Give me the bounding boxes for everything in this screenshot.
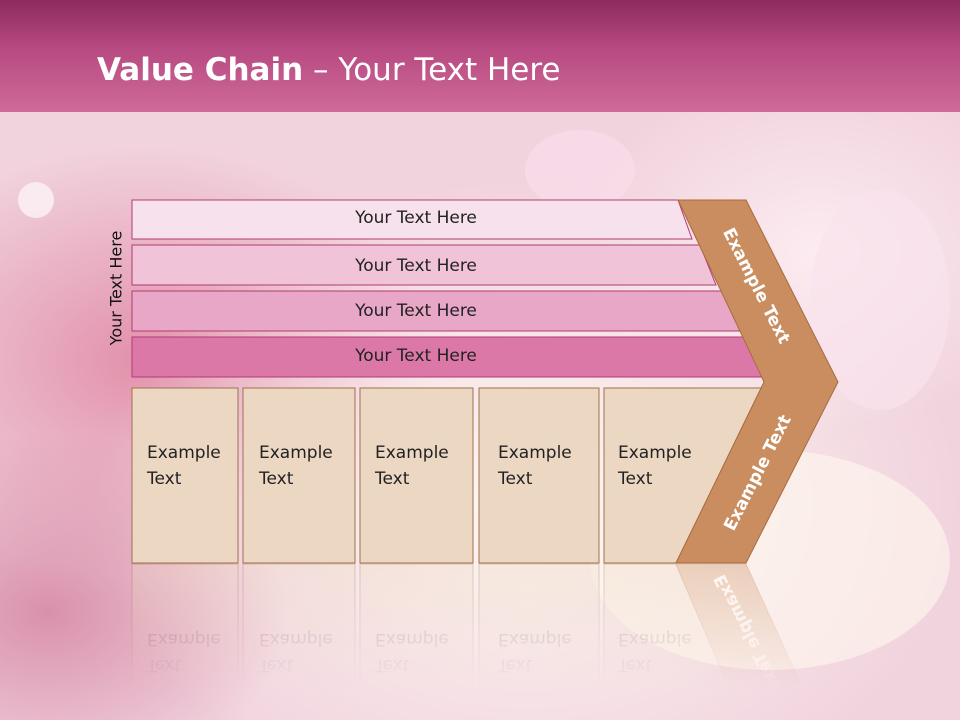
cell-4-line1: Example <box>498 443 572 463</box>
row-2-bar <box>131 244 717 286</box>
cell-1-line2: Text <box>147 469 182 489</box>
cell-5-line2: Text <box>618 469 653 489</box>
cell-3-box <box>359 387 474 564</box>
row-2-text: Your Text Here <box>355 256 477 276</box>
support-rows <box>131 199 763 378</box>
row-1-bar <box>131 199 693 240</box>
cell-3-line2: Text <box>375 469 410 489</box>
chevron-arrow <box>675 199 839 564</box>
cell-2-box <box>242 387 356 564</box>
title-bar <box>0 0 960 112</box>
cell-5-line1: Example <box>618 443 692 463</box>
cell-1-box <box>131 387 239 564</box>
title-bold: Value Chain <box>97 52 304 88</box>
cell-2-line2: Text <box>259 469 294 489</box>
row-4-text: Your Text Here <box>355 346 477 366</box>
cell-2-line1: Example <box>259 443 333 463</box>
cell-1-line1: Example <box>147 443 221 463</box>
row-3-text: Your Text Here <box>355 301 477 321</box>
title-rest: – Your Text Here <box>303 52 561 88</box>
cell-4-box <box>478 387 600 564</box>
primary-cells <box>131 387 763 564</box>
cell-3-line1: Example <box>375 443 449 463</box>
row-1-text: Your Text Here <box>355 208 477 228</box>
cell-4-line2: Text <box>498 469 533 489</box>
page-title: Value Chain – Your Text Here <box>97 52 560 88</box>
